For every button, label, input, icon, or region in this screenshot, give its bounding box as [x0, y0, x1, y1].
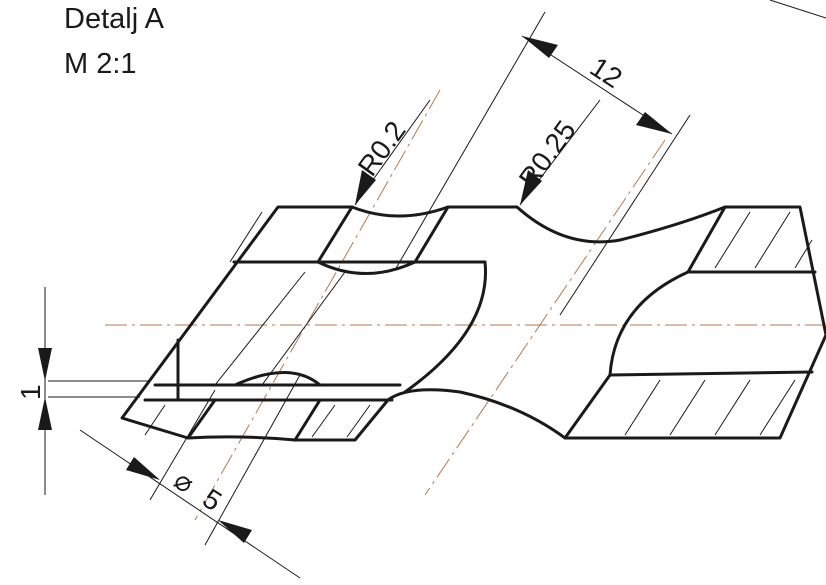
lower-edge-line-right [608, 370, 814, 377]
extension-line-5-left [149, 389, 216, 501]
hatch-line [714, 379, 751, 436]
hatch-line [624, 379, 661, 436]
radius-label-left: R0.2 [352, 115, 412, 181]
hatch-line [759, 379, 796, 436]
hatch-line [229, 211, 263, 263]
right-block-edge-b [563, 373, 612, 440]
arrow-r02 [355, 170, 376, 205]
groove-left-edge-a [316, 205, 354, 264]
dimension-labels: R0.2 R0.25 12 1 ⌀ 5 [15, 51, 628, 517]
extension-line-12-right [559, 114, 691, 316]
right-block-edge-a [686, 205, 727, 274]
hatch-line [346, 404, 371, 438]
groove-left-edge-b [413, 205, 450, 264]
radius-label-right: R0.25 [513, 115, 582, 194]
groove-right-arc [403, 260, 488, 394]
detail-name: Detalj A [64, 3, 165, 35]
leader-line-top-right [769, 0, 826, 19]
diameter-symbol: ⌀ [169, 464, 200, 499]
hatch-line [669, 379, 706, 436]
lower-groove-arc-top [233, 371, 322, 387]
height-label: 1 [15, 384, 46, 400]
hatch-line [261, 271, 346, 386]
detail-scale: M 2:1 [64, 48, 137, 80]
centerline-left-groove [194, 89, 441, 521]
centerline-right-groove [424, 139, 666, 496]
right-block-arc [608, 270, 690, 377]
extension-lines [44, 0, 826, 579]
part-outline [120, 205, 826, 442]
hatch-line [214, 271, 306, 386]
hatch-line [754, 211, 791, 269]
centerlines [105, 89, 826, 521]
hatch-line [714, 211, 751, 269]
extension-line-12-left [394, 11, 546, 271]
hatch-line [144, 404, 166, 436]
arrow-12-left [522, 36, 558, 58]
arrow-1-top [38, 348, 52, 381]
arrow-5-right [218, 520, 252, 543]
hatch-line [794, 239, 813, 269]
lower-groove-edge-b [293, 398, 322, 442]
arrow-r025 [520, 170, 542, 205]
dimension-line-5 [79, 429, 301, 579]
extension-line-5-right [204, 374, 301, 546]
length-label: 12 [585, 51, 628, 94]
arrowheads [38, 36, 672, 543]
arrow-5-left [126, 457, 160, 480]
arrow-1-bottom [38, 397, 52, 430]
lower-groove-edge-a [186, 398, 217, 440]
part-contour [120, 205, 826, 442]
hatching [144, 211, 813, 438]
title-block: Detalj A M 2:1 [64, 3, 165, 80]
arrow-12-right [636, 112, 672, 134]
hatch-line [311, 404, 336, 438]
groove-left-arc-mid [316, 260, 417, 275]
